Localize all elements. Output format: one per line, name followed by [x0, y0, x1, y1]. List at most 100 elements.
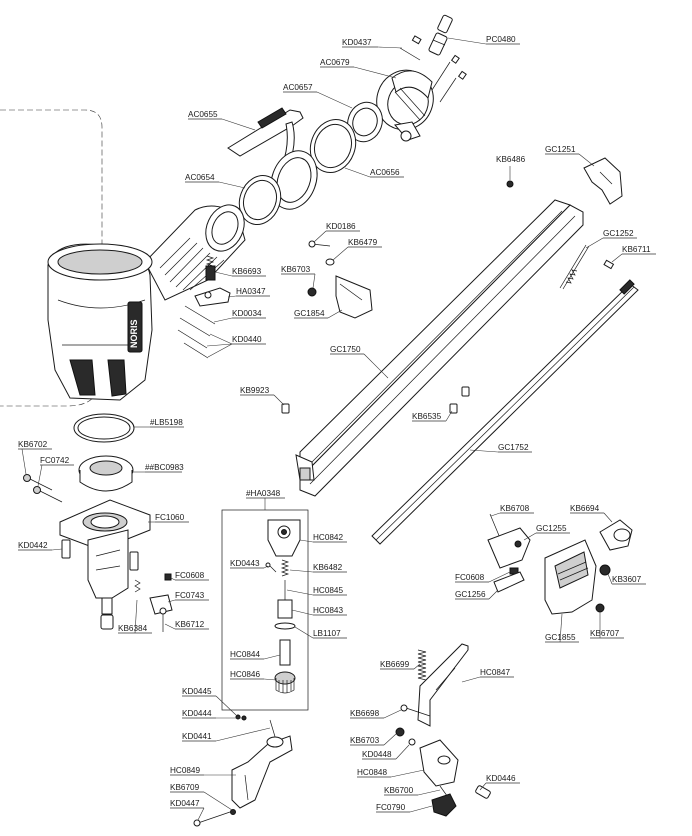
label-ac0654: AC0654 — [185, 173, 215, 182]
latch-rod-gc1252 — [559, 244, 615, 290]
bracket-gc1854 — [307, 240, 373, 319]
label-gc1854: GC1854 — [294, 309, 325, 318]
label-gc1752: GC1752 — [498, 443, 529, 452]
main-housing: NORIS — [47, 204, 246, 401]
label-ha0348: #HA0348 — [246, 489, 281, 498]
trigger-lower-parts — [395, 643, 491, 817]
cylinder-cap-ac0679 — [376, 69, 434, 142]
label-kd0446: KD0446 — [486, 774, 516, 783]
lower-seals — [73, 413, 135, 492]
label-fc1060: FC1060 — [155, 513, 185, 522]
label-gc1256: GC1256 — [455, 590, 486, 599]
label-kb6703-b: KB6703 — [350, 736, 380, 745]
part-fc0743 — [149, 594, 173, 615]
label-kd0034: KD0034 — [232, 309, 262, 318]
label-kb6700: KB6700 — [384, 786, 414, 795]
label-kb6694: KB6694 — [570, 504, 600, 513]
seal-ac0654 — [238, 175, 282, 225]
screw-kb6707 — [595, 603, 605, 613]
nut-kb6486 — [506, 180, 514, 188]
spring-kb6699 — [417, 649, 427, 681]
label-hc0847: HC0847 — [480, 668, 510, 677]
label-gc1750: GC1750 — [330, 345, 361, 354]
pin-kd0440-c — [183, 342, 209, 359]
label-kb6384: KB6384 — [118, 624, 148, 633]
label-ac0656: AC0656 — [370, 168, 400, 177]
part-gc1256 — [493, 571, 525, 593]
adjuster-hc0846 — [274, 671, 296, 685]
label-kd0448: KD0448 — [362, 750, 392, 759]
brand-plate — [127, 301, 143, 353]
label-lb5198: #LB5198 — [150, 418, 183, 427]
label-fc0608-b: FC0608 — [455, 573, 485, 582]
rail-gc1752 — [371, 279, 639, 545]
screw-kd0446 — [475, 785, 491, 799]
brand-logo: NORIS — [129, 319, 139, 348]
label-kd0444: KD0444 — [182, 709, 212, 718]
gasket-ac0657 — [347, 101, 383, 143]
contact-arm-hc0849 — [193, 735, 293, 827]
label-kb6482: KB6482 — [313, 563, 343, 572]
label-bc0983: ##BC0983 — [145, 463, 184, 472]
label-kd0437: KD0437 — [342, 38, 372, 47]
label-lb1107: LB1107 — [313, 629, 341, 638]
callout-labels: KD0437 PC0480 AC0679 AC0657 AC0655 AC065… — [18, 35, 656, 821]
label-kd0186: KD0186 — [326, 222, 356, 231]
nose-base-fc1060 — [23, 474, 151, 630]
latch-small-parts — [134, 573, 173, 632]
screw-fc0742 — [37, 489, 63, 503]
label-kd0442: KD0442 — [18, 541, 48, 550]
label-kb6698: KB6698 — [350, 709, 380, 718]
seal-ac0656 — [309, 119, 357, 173]
spring-kb6482 — [280, 559, 290, 577]
pin-kb6708 — [489, 513, 501, 539]
label-kb6703-a: KB6703 — [281, 265, 311, 274]
oring-lb1107 — [274, 622, 296, 630]
label-fc0743: FC0743 — [175, 591, 205, 600]
label-kb6711: KB6711 — [622, 245, 651, 254]
sleeve-hc0844 — [279, 639, 291, 666]
label-hc0849: HC0849 — [170, 766, 200, 775]
lower-pins — [235, 714, 277, 741]
screw-kb6702 — [27, 477, 53, 491]
screw-kd0437 — [399, 35, 422, 61]
plate-hc0847 — [417, 643, 469, 727]
label-kd0447: KD0447 — [170, 799, 200, 808]
pin-kd0440-b — [177, 329, 208, 349]
screw-kd0447 — [197, 811, 231, 824]
washer-kb6479 — [325, 258, 335, 266]
label-hc0848: HC0848 — [357, 768, 387, 777]
screw-kd0442-a — [61, 539, 71, 559]
label-pc0480: PC0480 — [486, 35, 516, 44]
label-kb6702: KB6702 — [18, 440, 48, 449]
screw-kb9923 — [281, 403, 290, 414]
pin-kd0440-a — [179, 317, 211, 337]
label-kb6712: KB6712 — [175, 620, 205, 629]
label-ac0655: AC0655 — [188, 110, 218, 119]
nut-kb3607 — [599, 564, 611, 576]
magazine-gc1750 — [295, 199, 584, 497]
screw-kb6711 — [603, 259, 615, 270]
cap-screws — [431, 54, 467, 103]
label-kd0445: KD0445 — [182, 687, 212, 696]
lever-ha0347 — [194, 287, 231, 307]
nut-kb6703-b — [395, 727, 405, 737]
pawl-gc1255 — [487, 527, 531, 569]
label-hc0842: HC0842 — [313, 533, 343, 542]
label-kd0443: KD0443 — [230, 559, 260, 568]
label-kb6479: KB6479 — [348, 238, 378, 247]
label-hc0843: HC0843 — [313, 606, 343, 615]
label-gc1255: GC1255 — [536, 524, 567, 533]
valve-hc0843 — [277, 599, 293, 619]
magazine-screws — [281, 386, 470, 414]
label-hc0844: HC0844 — [230, 650, 260, 659]
screw-kd0442-b — [129, 551, 139, 571]
label-fc0742: FC0742 — [40, 456, 70, 465]
label-kd0440: KD0440 — [232, 335, 262, 344]
air-fitting-pc0480 — [428, 14, 453, 56]
screw-kb6698 — [405, 707, 431, 717]
label-kb6699: KB6699 — [380, 660, 410, 669]
screw-kb6535 — [449, 403, 458, 414]
label-ha0347: HA0347 — [236, 287, 266, 296]
